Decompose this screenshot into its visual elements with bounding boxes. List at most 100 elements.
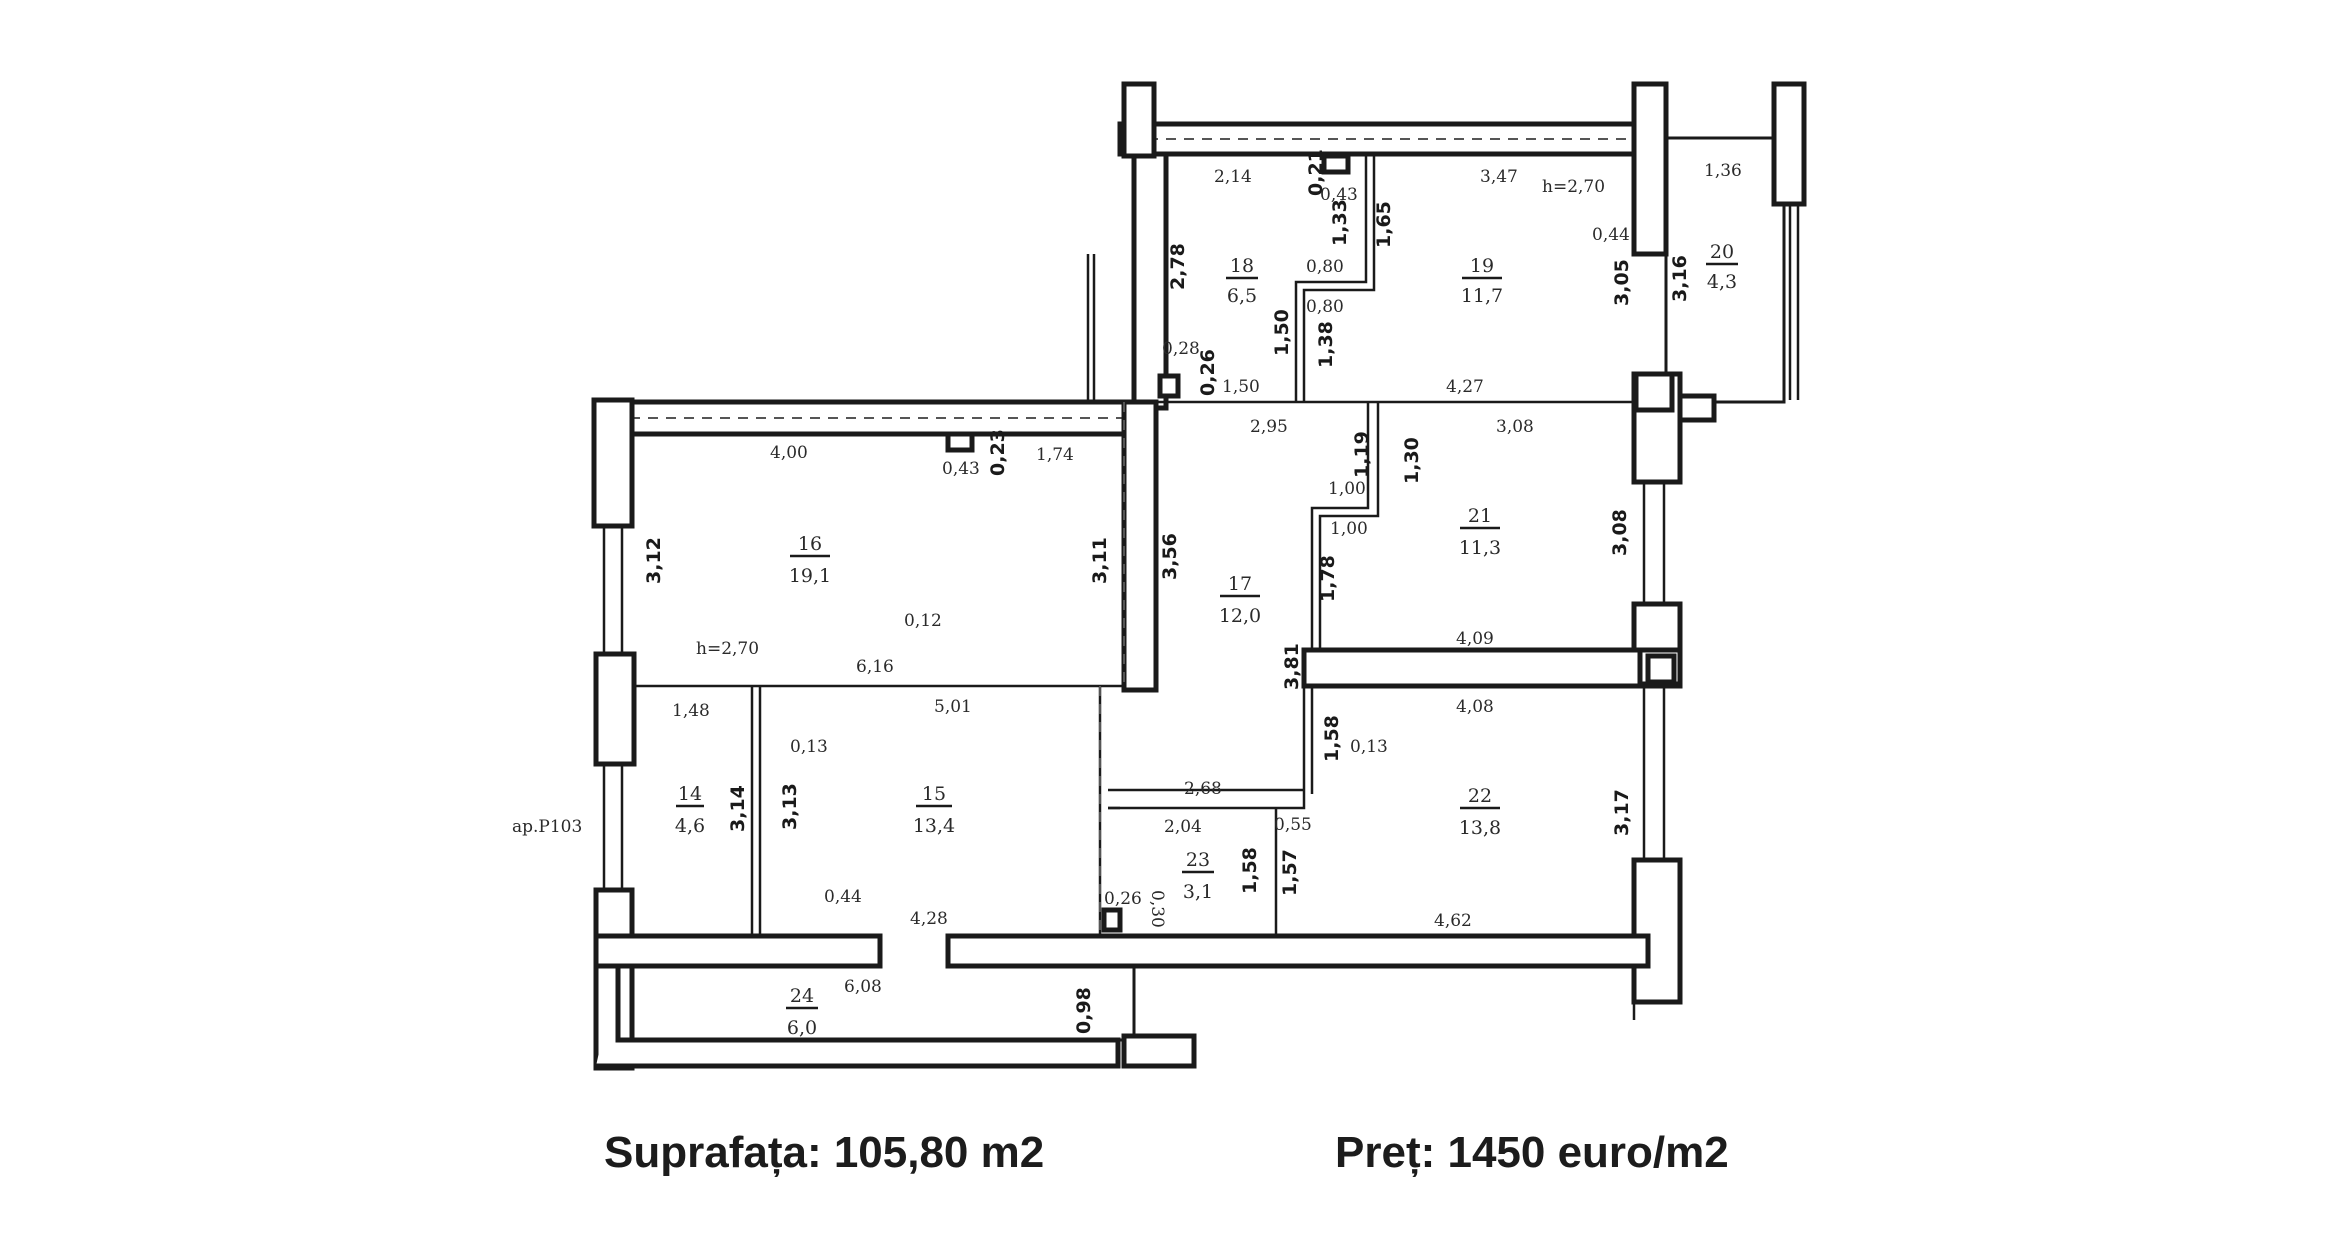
- area-label: Suprafața: 105,80 m2: [604, 1128, 1045, 1177]
- svg-text:11,3: 11,3: [1459, 537, 1501, 559]
- svg-text:4,09: 4,09: [1456, 629, 1494, 649]
- svg-text:0,44: 0,44: [1592, 225, 1630, 245]
- room-15: 15 13,4: [913, 783, 955, 837]
- svg-text:4,08: 4,08: [1456, 697, 1494, 717]
- dimension-labels: 2,14 0,21 0,43 3,47 h=2,70 1,36 2,78 1,3…: [643, 149, 1742, 1034]
- svg-text:3,05: 3,05: [1611, 259, 1633, 306]
- svg-text:1,74: 1,74: [1036, 445, 1074, 465]
- wall-22-right: [1631, 857, 1683, 1005]
- price-label: Preț: 1450 euro/m2: [1335, 1128, 1729, 1177]
- svg-text:1,50: 1,50: [1271, 309, 1293, 356]
- wall-21-bottom: [1301, 647, 1683, 689]
- svg-text:13,4: 13,4: [913, 815, 955, 837]
- svg-text:1,50: 1,50: [1222, 377, 1260, 397]
- svg-text:0,13: 0,13: [1350, 737, 1388, 757]
- svg-text:1,58: 1,58: [1321, 715, 1343, 762]
- svg-text:3,56: 3,56: [1159, 533, 1181, 580]
- svg-text:0,28: 0,28: [1162, 339, 1200, 359]
- svg-text:17: 17: [1228, 573, 1252, 595]
- svg-text:0,13: 0,13: [790, 737, 828, 757]
- svg-text:16: 16: [798, 533, 822, 555]
- balcony-20-wall: [1771, 81, 1807, 207]
- svg-text:4,62: 4,62: [1434, 911, 1472, 931]
- svg-text:4,27: 4,27: [1446, 377, 1484, 397]
- svg-text:1,36: 1,36: [1704, 161, 1742, 181]
- svg-text:0,43: 0,43: [1320, 185, 1358, 205]
- room-17: 17 12,0: [1219, 573, 1261, 627]
- svg-text:6,08: 6,08: [844, 977, 882, 997]
- svg-text:3,16: 3,16: [1669, 255, 1691, 302]
- svg-text:2,68: 2,68: [1184, 779, 1222, 799]
- room-21: 21 11,3: [1459, 505, 1501, 559]
- svg-text:1,00: 1,00: [1328, 479, 1366, 499]
- svg-text:0,26: 0,26: [1197, 349, 1219, 396]
- room-16: 16 19,1: [789, 533, 831, 587]
- room-18: 18 6,5: [1226, 255, 1258, 307]
- svg-text:3,1: 3,1: [1183, 881, 1213, 903]
- wall-stub-top-left: [1121, 81, 1157, 159]
- svg-text:3,47: 3,47: [1480, 167, 1518, 187]
- svg-text:18: 18: [1230, 255, 1254, 277]
- svg-text:1,58: 1,58: [1239, 847, 1261, 894]
- svg-text:1,48: 1,48: [672, 701, 710, 721]
- svg-text:6,5: 6,5: [1227, 285, 1257, 307]
- svg-text:4,00: 4,00: [770, 443, 808, 463]
- svg-text:2,95: 2,95: [1250, 417, 1288, 437]
- svg-text:1,30: 1,30: [1401, 437, 1423, 484]
- svg-text:11,7: 11,7: [1461, 285, 1503, 307]
- svg-text:4,28: 4,28: [910, 909, 948, 929]
- wall-16-right: [1121, 399, 1159, 693]
- svg-text:3,14: 3,14: [727, 785, 749, 832]
- wall-24-top-left: [593, 933, 883, 969]
- svg-text:21: 21: [1468, 505, 1492, 527]
- svg-text:h=2,70: h=2,70: [696, 639, 759, 659]
- svg-text:h=2,70: h=2,70: [1542, 177, 1605, 197]
- svg-text:3,08: 3,08: [1496, 417, 1534, 437]
- svg-text:1,33: 1,33: [1329, 199, 1351, 246]
- svg-text:0,44: 0,44: [824, 887, 862, 907]
- svg-text:3,12: 3,12: [643, 537, 665, 584]
- svg-text:12,0: 12,0: [1219, 605, 1261, 627]
- svg-text:24: 24: [790, 985, 814, 1007]
- svg-text:6,0: 6,0: [787, 1017, 817, 1039]
- svg-text:1,78: 1,78: [1317, 555, 1339, 602]
- walls: [591, 81, 1807, 1071]
- room-14: 14 4,6: [675, 783, 705, 837]
- room-20: 20 4,3: [1706, 241, 1738, 293]
- svg-text:0,23: 0,23: [987, 429, 1009, 476]
- svg-text:2,14: 2,14: [1214, 167, 1252, 187]
- svg-text:3,81: 3,81: [1281, 643, 1303, 690]
- svg-text:4,6: 4,6: [675, 815, 705, 837]
- room-labels: 14 4,6 15 13,4 16 19,1 17 12,0 18 6,5 19…: [512, 241, 1738, 1039]
- svg-text:20: 20: [1710, 241, 1734, 263]
- svg-text:5,01: 5,01: [934, 697, 972, 717]
- svg-text:0,98: 0,98: [1073, 987, 1095, 1034]
- svg-text:0,12: 0,12: [904, 611, 942, 631]
- svg-text:4,3: 4,3: [1707, 271, 1737, 293]
- apartment-label: ap.P103: [512, 817, 582, 837]
- svg-text:6,16: 6,16: [856, 657, 894, 677]
- svg-text:19,1: 19,1: [789, 565, 831, 587]
- wall-24-stub: [1121, 1033, 1197, 1069]
- svg-text:0,43: 0,43: [942, 459, 980, 479]
- balcony-20-outline: [1664, 136, 1786, 404]
- svg-text:0,21: 0,21: [1305, 149, 1327, 196]
- svg-text:14: 14: [678, 783, 702, 805]
- svg-text:15: 15: [922, 783, 946, 805]
- svg-text:1,65: 1,65: [1373, 201, 1395, 248]
- svg-text:2,78: 2,78: [1167, 243, 1189, 290]
- svg-text:1,57: 1,57: [1279, 849, 1301, 896]
- svg-text:0,80: 0,80: [1306, 297, 1344, 317]
- svg-text:1,19: 1,19: [1351, 431, 1373, 478]
- room-19: 19 11,7: [1461, 255, 1503, 307]
- svg-text:2,04: 2,04: [1164, 817, 1202, 837]
- floor-plan: 14 4,6 15 13,4 16 19,1 17 12,0 18 6,5 19…: [512, 81, 1807, 1071]
- wall-19-right: [1631, 81, 1669, 257]
- svg-text:22: 22: [1468, 785, 1492, 807]
- room-24: 24 6,0: [786, 985, 818, 1039]
- svg-text:3,11: 3,11: [1089, 537, 1111, 584]
- svg-text:0,55: 0,55: [1274, 815, 1312, 835]
- svg-text:23: 23: [1186, 849, 1210, 871]
- svg-text:1,38: 1,38: [1315, 321, 1337, 368]
- svg-text:19: 19: [1470, 255, 1494, 277]
